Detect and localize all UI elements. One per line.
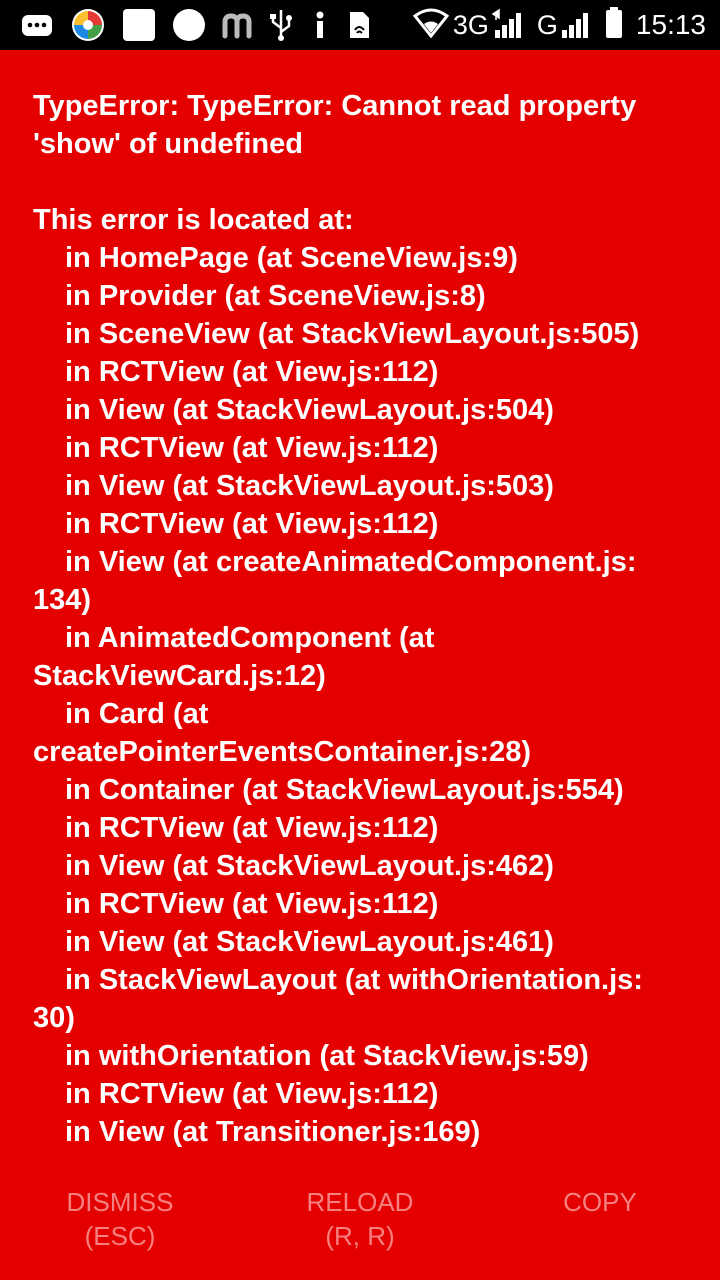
circle-icon [172, 8, 206, 47]
stack-frame: in Container (at StackViewLayout.js:554) [65, 774, 624, 806]
stack-frame-continuation: StackViewCard.js:12) [33, 660, 326, 692]
dismiss-label: DISMISS [66, 1187, 174, 1217]
error-location-heading: This error is located at: [33, 204, 354, 236]
stack-frame: in StackViewLayout (at withOrientation.j… [65, 964, 643, 996]
colorful-app-icon [70, 7, 106, 48]
stack-frame: in RCTView (at View.js:112) [65, 1078, 439, 1110]
info-icon [310, 8, 330, 47]
stack-frame: in Provider (at SceneView.js:8) [65, 280, 486, 312]
status-bar: 3G G 15:13 [0, 0, 720, 50]
stack-frame-continuation: 30) [33, 1002, 75, 1034]
error-title: TypeError: TypeError: Cannot read proper… [33, 90, 637, 160]
notification-icons [20, 7, 388, 48]
signal-strength-icon [491, 8, 525, 43]
dismiss-button[interactable]: DISMISS (ESC) [40, 1184, 200, 1254]
stack-frame: in View (at Transitioner.js:169) [65, 1116, 481, 1148]
system-status: 3G G 15:13 [412, 6, 706, 45]
stack-frame: in RCTView (at View.js:112) [65, 508, 439, 540]
error-content: TypeError: TypeError: Cannot read proper… [33, 87, 693, 1151]
sim-card-icon [346, 8, 372, 47]
stack-frame: in View (at StackViewLayout.js:504) [65, 394, 554, 426]
stack-frame: in View (at createAnimatedComponent.js: [65, 546, 637, 578]
stack-frame: in Card (at [65, 698, 209, 730]
stack-trace: in HomePage (at SceneView.js:9) in Provid… [33, 239, 693, 1151]
stack-frame: in View (at StackViewLayout.js:461) [65, 926, 554, 958]
wifi-icon [412, 8, 450, 43]
dismiss-shortcut: (ESC) [84, 1221, 156, 1251]
copy-button[interactable]: COPY [520, 1184, 680, 1220]
stack-frame: in HomePage (at SceneView.js:9) [65, 242, 518, 274]
button-bar: DISMISS (ESC) RELOAD (R, R) COPY [0, 1184, 720, 1254]
stack-frame: in View (at StackViewLayout.js:462) [65, 850, 554, 882]
battery-icon [604, 6, 624, 45]
network-g-label: G [536, 9, 558, 40]
network-3g-label: 3G [452, 9, 489, 40]
m-app-icon [222, 8, 252, 47]
chat-icon [20, 8, 54, 47]
stack-frame: in View (at StackViewLayout.js:503) [65, 470, 554, 502]
stack-frame-continuation: createPointerEventsContainer.js:28) [33, 736, 532, 768]
stack-frame-continuation: 134) [33, 584, 92, 616]
stack-frame: in RCTView (at View.js:112) [65, 888, 439, 920]
stack-frame: in RCTView (at View.js:112) [65, 432, 439, 464]
reload-button[interactable]: RELOAD (R, R) [280, 1184, 440, 1254]
stack-frame: in RCTView (at View.js:112) [65, 812, 439, 844]
stack-frame: in AnimatedComponent (at [65, 622, 435, 654]
reload-shortcut: (R, R) [325, 1221, 395, 1251]
copy-label: COPY [563, 1187, 637, 1217]
signal-strength-2-icon [560, 8, 592, 43]
clock: 15:13 [635, 9, 706, 40]
stack-frame: in SceneView (at StackViewLayout.js:505) [65, 318, 640, 350]
stack-frame: in RCTView (at View.js:112) [65, 356, 439, 388]
stack-frame: in withOrientation (at StackView.js:59) [65, 1040, 589, 1072]
reload-label: RELOAD [306, 1187, 414, 1217]
square-icon [122, 8, 156, 47]
usb-icon [268, 8, 294, 47]
